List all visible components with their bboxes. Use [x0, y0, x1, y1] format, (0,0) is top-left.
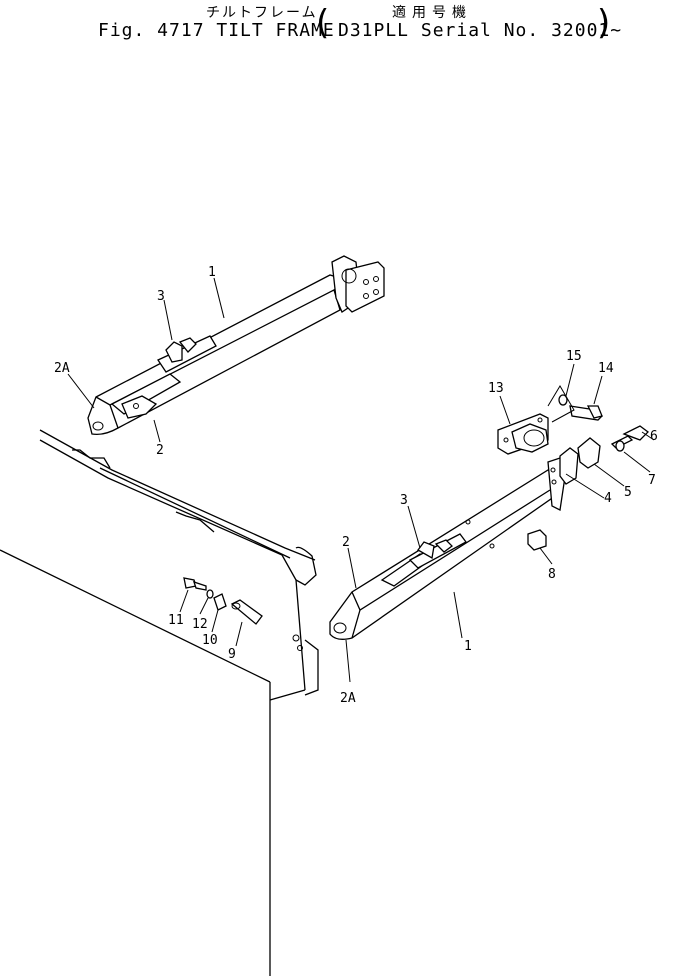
callout-3-upper: 3	[157, 289, 165, 304]
callout-8: 8	[548, 567, 556, 582]
bolt-11	[183, 577, 207, 591]
title-japanese: チルトフレーム	[206, 5, 318, 21]
callout-14: 14	[598, 361, 614, 376]
washer-15	[558, 394, 568, 406]
serial-range: D31PLL Serial No. 32001~	[338, 20, 623, 41]
tilt-frame-lower-right	[329, 457, 567, 640]
callout-2-upper: 2	[156, 443, 164, 458]
callout-13: 13	[488, 381, 504, 396]
leader-lines	[67, 277, 655, 683]
callout-10: 10	[202, 633, 218, 648]
applicable-models-japanese: 適用号機	[392, 5, 472, 21]
callout-1-upper: 1	[208, 265, 216, 280]
callout-6: 6	[650, 429, 658, 444]
block-8	[527, 529, 547, 551]
callout-labels: 1 3 2A 2 15 14 13 6 7 5 4 3 2 8 1 2A 11 …	[54, 265, 658, 706]
callout-5: 5	[624, 485, 632, 500]
open-parenthesis: (	[316, 3, 330, 43]
callout-2a-lower: 2A	[340, 691, 356, 706]
washer-12	[206, 589, 214, 599]
washer-7	[615, 440, 625, 452]
bolt-14	[569, 405, 603, 421]
callout-2a-upper: 2A	[54, 361, 70, 376]
callout-7: 7	[648, 473, 656, 488]
tilt-frame-upper-left	[87, 255, 385, 436]
callout-2-lower: 2	[342, 535, 350, 550]
callout-1-lower: 1	[464, 639, 472, 654]
figure-title: Fig. 4717 TILT FRAME	[98, 20, 335, 41]
callout-9: 9	[228, 647, 236, 662]
pin-9	[230, 599, 263, 625]
bracket-plate-13	[497, 413, 549, 455]
callout-12: 12	[192, 617, 208, 632]
assembly-line-13-15	[547, 385, 575, 423]
callout-11: 11	[168, 613, 184, 628]
callout-15: 15	[566, 349, 582, 364]
callout-3-lower: 3	[400, 493, 408, 508]
diagram-header: チルトフレーム Fig. 4717 TILT FRAME ( 適用号機 D31P…	[0, 0, 673, 48]
dozer-blade	[0, 429, 319, 976]
close-parenthesis: )	[597, 3, 611, 43]
collar-10	[213, 593, 227, 611]
cap-4-5	[559, 437, 601, 485]
callout-4: 4	[604, 491, 612, 506]
